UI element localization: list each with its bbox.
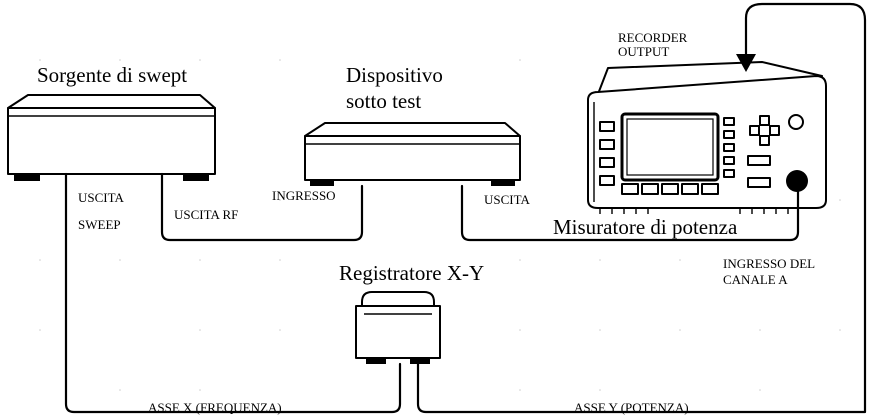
cable-rf-to-dut (160, 172, 364, 242)
cable-recorder-to-y (416, 2, 867, 414)
sweep-out-label-line2: SWEEP (78, 217, 121, 232)
xy-recorder-label: Registratore X-Y (339, 261, 484, 285)
channel-a-label-line2: CANALE A (723, 272, 788, 287)
dut-in-label: INGRESSO (272, 188, 336, 203)
rf-out-label: USCITA RF (174, 207, 238, 222)
dut-label-line2: sotto test (346, 89, 421, 113)
swept-source-icon (7, 94, 216, 181)
cable-sweep-to-x (64, 172, 402, 414)
sweep-out-label-line1: USCITA (78, 190, 125, 205)
dut-box-icon (304, 122, 521, 186)
y-axis-label: ASSE Y (POTENZA) (574, 400, 689, 415)
background-dots (39, 59, 841, 391)
dut-out-label: USCITA (484, 192, 531, 207)
channel-a-label-line1: INGRESSO DEL (723, 256, 815, 271)
cable-dut-to-meter (460, 184, 800, 242)
source-label: Sorgente di swept (37, 63, 187, 87)
dut-label-line1: Dispositivo (346, 63, 443, 87)
xy-recorder-icon (355, 291, 441, 364)
recorder-output-label-line2: OUTPUT (618, 44, 669, 59)
arrow-icon (736, 54, 756, 72)
recorder-output-label-line1: RECORDER (618, 30, 688, 45)
x-axis-label: ASSE X (FREQUENZA) (148, 400, 282, 415)
power-meter-label: Misuratore di potenza (553, 215, 738, 239)
power-meter-icon (587, 61, 827, 214)
